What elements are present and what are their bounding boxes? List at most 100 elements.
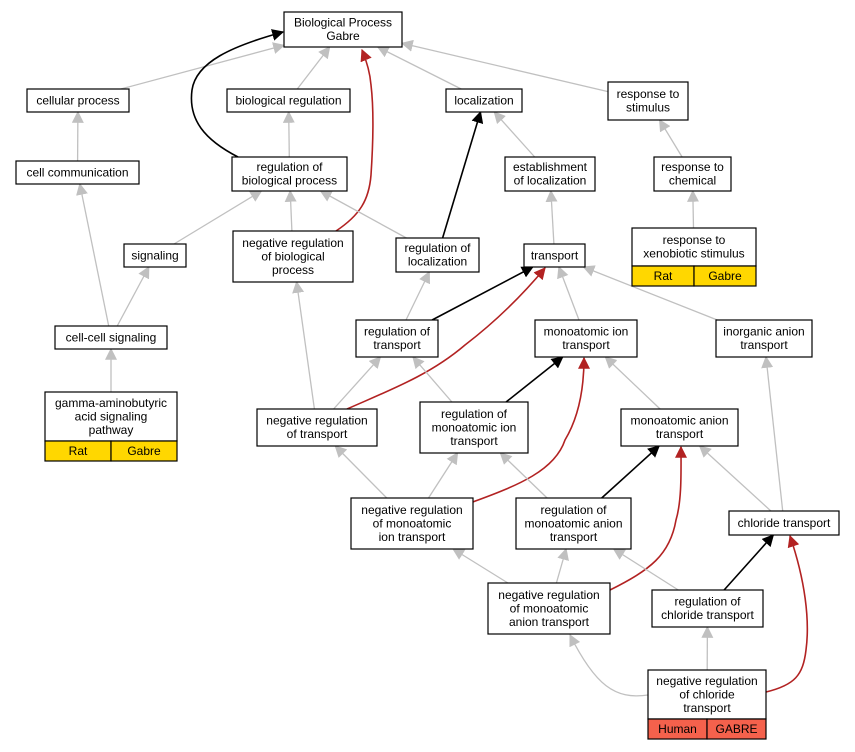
node-label-line: biological process bbox=[242, 174, 337, 188]
node-label-line: stimulus bbox=[626, 101, 670, 115]
edges-layer bbox=[71, 29, 809, 697]
node-chloride-transport[interactable]: chloride transport bbox=[728, 510, 840, 536]
edge-negative-regulation-of-monoatomic-ion-transport-to-regulation-of-monoatomic-ion-transport bbox=[427, 451, 459, 499]
node-label-line: establishment bbox=[513, 160, 588, 174]
annotation-cell bbox=[706, 718, 767, 740]
node-label-line: of monoatomic bbox=[510, 601, 589, 615]
node-box bbox=[504, 156, 596, 192]
edge-monoatomic-anion-transport-to-monoatomic-ion-transport bbox=[604, 356, 661, 410]
node-cell-cell-signaling[interactable]: cell-cell signaling bbox=[54, 325, 168, 350]
annotation-cell bbox=[693, 265, 757, 287]
node-box bbox=[515, 497, 632, 550]
node-label-line: negative regulation bbox=[656, 674, 757, 688]
edge-regulation-of-localization-to-localization bbox=[441, 110, 484, 239]
node-localization[interactable]: localization bbox=[445, 88, 523, 113]
node-box bbox=[445, 88, 523, 113]
node-signaling[interactable]: signaling bbox=[123, 243, 187, 268]
edge-response-to-stimulus-to-root bbox=[400, 39, 609, 93]
node-label-line: gamma-aminobutyric bbox=[55, 396, 167, 410]
node-label-line: chemical bbox=[669, 174, 716, 188]
node-box bbox=[231, 156, 348, 192]
node-label-line: Gabre bbox=[326, 29, 360, 43]
node-cellular-process[interactable]: cellular process bbox=[26, 88, 130, 113]
node-box bbox=[44, 391, 178, 442]
edge-negative-regulation-of-chloride-transport-to-chloride-transport bbox=[765, 534, 809, 693]
node-label-line: transport bbox=[550, 530, 598, 544]
node-label-line: of transport bbox=[287, 427, 348, 441]
node-box bbox=[607, 81, 689, 121]
node-label-line: monoatomic anion bbox=[524, 516, 622, 530]
node-label-line: negative regulation bbox=[361, 503, 462, 517]
node-label-line: chloride transport bbox=[661, 608, 754, 622]
node-label-line: response to bbox=[617, 87, 680, 101]
edge-regulation-of-chloride-transport-to-chloride-transport bbox=[723, 534, 775, 591]
node-label-line: biological regulation bbox=[235, 93, 341, 107]
node-box bbox=[631, 227, 757, 267]
edge-transport-to-establishment-of-localization bbox=[545, 189, 558, 245]
edge-biological-regulation-to-root bbox=[296, 46, 331, 90]
node-box bbox=[226, 88, 351, 113]
annotation-label: Gabre bbox=[708, 269, 742, 283]
node-cell-communication[interactable]: cell communication bbox=[15, 160, 140, 185]
edge-signaling-to-regulation-of-biological-process bbox=[173, 190, 263, 245]
annotation-label: Gabre bbox=[127, 444, 161, 458]
node-label-line: monoatomic ion bbox=[544, 325, 629, 339]
node-label-line: transport bbox=[656, 427, 704, 441]
node-label-line: ion transport bbox=[379, 530, 446, 544]
node-label-line: xenobiotic stimulus bbox=[643, 247, 744, 261]
node-label-line: regulation of bbox=[674, 595, 741, 609]
edge-response-to-chemical-to-response-to-stimulus bbox=[658, 118, 683, 158]
node-box bbox=[728, 510, 840, 536]
edge-establishment-of-localization-to-localization bbox=[493, 111, 536, 158]
edge-negative-regulation-of-monoatomic-ion-transport-to-negative-regulation-of-transport bbox=[334, 445, 388, 499]
edge-negative-regulation-of-transport-to-transport bbox=[346, 267, 546, 410]
node-box bbox=[54, 325, 168, 350]
node-label-line: monoatomic anion bbox=[630, 414, 728, 428]
node-label-line: Biological Process bbox=[294, 16, 392, 30]
node-label-line: transport bbox=[373, 338, 421, 352]
node-label-line: signaling bbox=[131, 248, 178, 262]
node-box bbox=[395, 237, 480, 273]
node-box bbox=[123, 243, 187, 268]
node-box bbox=[232, 230, 354, 283]
node-box bbox=[653, 156, 732, 192]
edge-negative-regulation-of-monoatomic-anion-transport-to-negative-regulation-of-monoatomic-ion-transport bbox=[452, 548, 509, 584]
node-label-line: transport bbox=[562, 338, 610, 352]
annotation-cell bbox=[110, 440, 178, 462]
edge-regulation-of-chloride-transport-to-regulation-of-monoatomic-anion-transport bbox=[612, 548, 679, 591]
node-label-line: transport bbox=[450, 434, 498, 448]
node-transport[interactable]: transport bbox=[523, 243, 586, 268]
annotation-label: Human bbox=[658, 722, 697, 736]
node-box bbox=[355, 319, 439, 358]
edge-response-to-xenobiotic-stimulus-to-response-to-chemical bbox=[687, 189, 700, 229]
node-biological-regulation[interactable]: biological regulation bbox=[226, 88, 351, 113]
node-box bbox=[647, 669, 767, 720]
edge-chloride-transport-to-monoatomic-anion-transport bbox=[698, 445, 772, 512]
node-label-line: transport bbox=[531, 248, 579, 262]
node-label-line: negative regulation bbox=[266, 414, 367, 428]
edge-regulation-of-biological-process-to-root bbox=[190, 29, 285, 158]
node-box bbox=[534, 319, 638, 358]
edge-regulation-of-monoatomic-anion-transport-to-monoatomic-anion-transport bbox=[601, 445, 660, 499]
